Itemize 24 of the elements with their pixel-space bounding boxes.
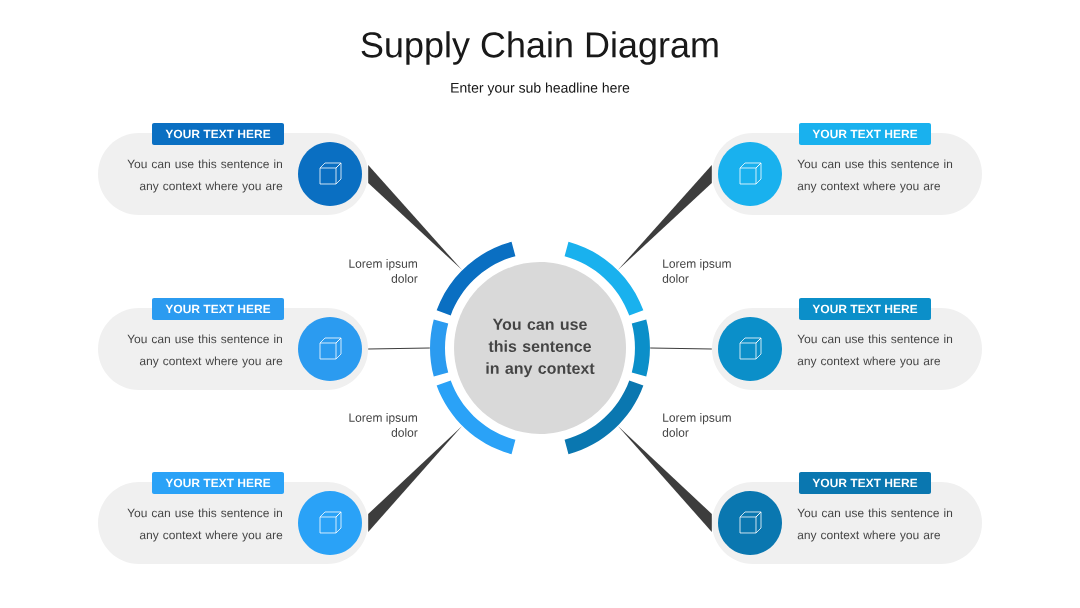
connector xyxy=(368,165,463,271)
title: Supply Chain Diagram xyxy=(361,31,718,65)
tag-label: YOUR TEXT HERE xyxy=(799,472,931,494)
tag-label: YOUR TEXT HERE xyxy=(152,298,284,320)
tag-label: YOUR TEXT HERE xyxy=(799,123,931,145)
connector xyxy=(649,347,713,350)
connector xyxy=(367,347,431,350)
label: Lorem ipsum dolor xyxy=(349,413,418,437)
body-text: You can use this sentence in any context where you are xyxy=(797,334,953,368)
body-text: You can use this sentence in any context where you are xyxy=(797,508,953,542)
body-text: You can use this sentence in any context where you are xyxy=(127,159,283,193)
tag-label: YOUR TEXT HERE xyxy=(799,298,931,320)
connector xyxy=(617,165,712,271)
label: Lorem ipsum dolor xyxy=(349,259,418,283)
tag-label: YOUR TEXT HERE xyxy=(152,472,284,494)
subtitle: Enter your sub headline here xyxy=(451,82,630,96)
body-text: You can use this sentence in any context where you are xyxy=(797,159,953,193)
connector xyxy=(617,425,712,532)
body-text: You can use this sentence in any context where you are xyxy=(127,508,283,542)
connector xyxy=(368,425,463,532)
label: Lorem ipsum dolor xyxy=(662,259,731,283)
body-text: You can use this sentence in any context where you are xyxy=(127,334,283,368)
tag-label: YOUR TEXT HERE xyxy=(152,123,284,145)
label: Lorem ipsum dolor xyxy=(662,413,731,437)
